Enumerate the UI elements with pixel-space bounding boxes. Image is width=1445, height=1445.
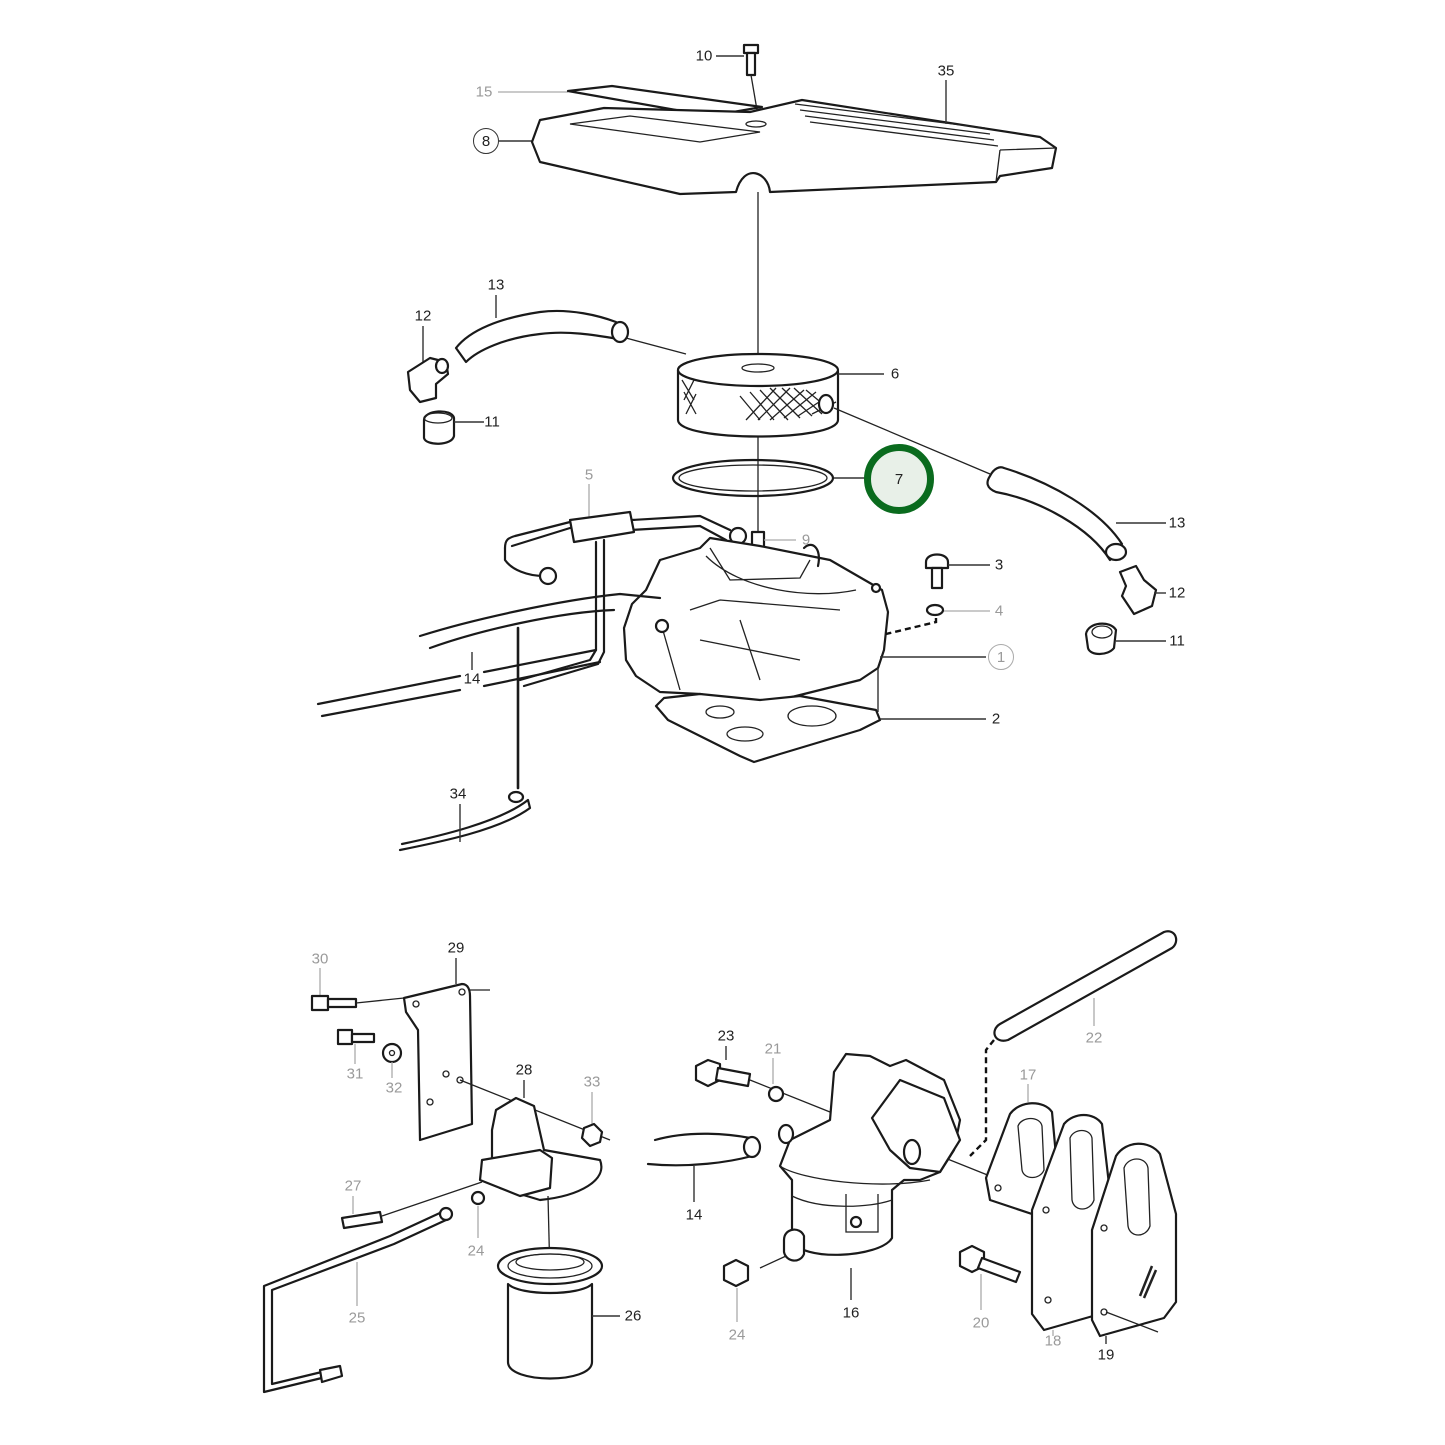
part-label-13a: 13 [487,276,505,294]
part-label-12a: 12 [414,307,432,325]
washer-32-drawing [381,1042,403,1078]
elbow-12-left-drawing [406,326,450,404]
part-label-34: 34 [449,785,467,803]
part-label-17: 17 [1019,1066,1037,1084]
bolt-10-drawing [716,43,760,111]
part-label-26: 26 [624,1307,642,1325]
part-label-25: 25 [348,1309,366,1327]
part-label-16: 16 [842,1304,860,1322]
part-label-12b: 12 [1168,584,1186,602]
hose-13-left-drawing [454,295,687,364]
bolt-3-drawing [924,553,990,590]
highlight-circle-part-7[interactable]: 7 [864,444,934,514]
part-label-2: 2 [991,710,1001,728]
part-label-33: 33 [583,1073,601,1091]
filter-bowl-26-drawing [496,1195,620,1380]
bolt-30-drawing [310,968,405,1012]
part-label-1: 1 [988,644,1014,670]
filter-housing-28-drawing [478,1080,603,1202]
part-label-18: 18 [1044,1332,1062,1350]
bolt-23-drawing [694,1046,991,1177]
fuel-hose-14-drawing [316,592,662,790]
strap-34-drawing [398,790,532,852]
grommet-11-left-drawing [422,410,484,445]
hose-13-right-drawing [986,466,1166,562]
union-27-drawing [340,1181,483,1230]
part-label-3: 3 [994,556,1004,574]
elbow-12-right-drawing [1118,564,1166,616]
fuel-hose-14-bottom-drawing [646,1132,762,1202]
part-label-4: 4 [994,602,1004,620]
bolt-20-drawing [958,1244,1022,1310]
air-cleaner-cover-drawing [499,80,1058,196]
part-label-19: 19 [1097,1346,1115,1364]
part-label-15: 15 [475,83,493,101]
part-label-30: 30 [311,950,329,968]
part-label-11b: 11 [1169,632,1185,650]
part-label-14b: 14 [685,1206,703,1224]
fuel-line-5-drawing [503,484,748,688]
fuel-pump-16-drawing [759,1052,962,1300]
carburetor-1-drawing [622,536,986,712]
part-label-21: 21 [764,1040,782,1058]
gasket-2-drawing [654,692,986,764]
part-label-22: 22 [1085,1029,1103,1047]
part-label-8: 8 [473,128,499,154]
o-ring-7-drawing [671,458,872,498]
nut-33-drawing [580,1092,604,1148]
part-label-13b: 13 [1168,514,1186,532]
bolt-31-drawing [336,1028,376,1064]
nut-24-left-drawing [470,1190,486,1238]
part-label-24a: 24 [467,1242,485,1260]
part-label-31: 31 [346,1065,364,1083]
gasket-15-drawing [498,84,764,118]
clip-21-drawing [767,1058,785,1103]
part-label-6: 6 [890,365,900,383]
part-label-14a: 14 [463,670,481,688]
part-label-32: 32 [385,1079,403,1097]
nut-24-right-drawing [722,1258,750,1322]
part-label-27: 27 [344,1177,362,1195]
part-label-10: 10 [695,47,713,65]
fuel-pipe-25-drawing [262,1206,454,1394]
part-label-20: 20 [972,1314,990,1332]
part-label-35: 35 [937,62,955,80]
push-rod-22-drawing [969,930,1178,1157]
part-label-28: 28 [515,1061,533,1079]
part-label-5: 5 [584,466,594,484]
part-label-23: 23 [717,1027,735,1045]
air-filter-6-drawing [676,352,991,475]
grommet-11-right-drawing [1084,622,1166,656]
bracket-29-drawing [402,958,611,1142]
part-label-9: 9 [801,531,811,549]
washer-4-drawing [885,603,990,636]
gasket-19-drawing [1090,1142,1178,1344]
part-label-11a: 11 [484,413,500,431]
part-label-29: 29 [447,939,465,957]
part-label-24b: 24 [728,1326,746,1344]
